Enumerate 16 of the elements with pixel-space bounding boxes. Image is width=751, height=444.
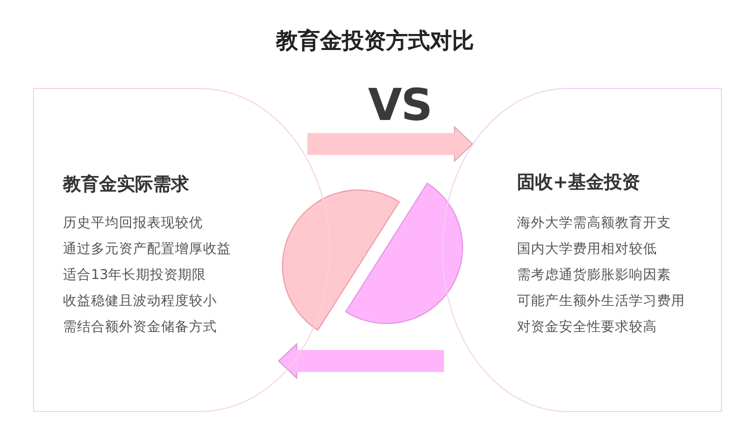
comparison-panel [442, 88, 722, 412]
list-item: 通过多元资产配置增厚收益 [63, 240, 231, 259]
list-item: 收益稳健且波动程度较小 [63, 292, 217, 311]
list-item: 需结合额外资金储备方式 [63, 318, 217, 337]
list-item: 需考虑通货膨胀影响因素 [517, 266, 671, 285]
comparison-panel [33, 88, 330, 412]
list-item: 海外大学需高额教育开支 [517, 214, 671, 233]
diagram-title: 教育金投资方式对比 [276, 28, 474, 56]
vs-label: VS [368, 82, 432, 130]
list-item: 对资金安全性要求较高 [517, 318, 657, 337]
list-item: 可能产生额外生活学习费用 [517, 292, 685, 311]
list-item: 国内大学费用相对较低 [517, 240, 657, 259]
list-item: 适合13年长期投资期限 [63, 266, 206, 285]
list-item: 历史平均回报表现较优 [63, 214, 203, 233]
panel-heading: 固收+基金投资 [517, 172, 640, 194]
panel-heading: 教育金实际需求 [63, 174, 189, 196]
